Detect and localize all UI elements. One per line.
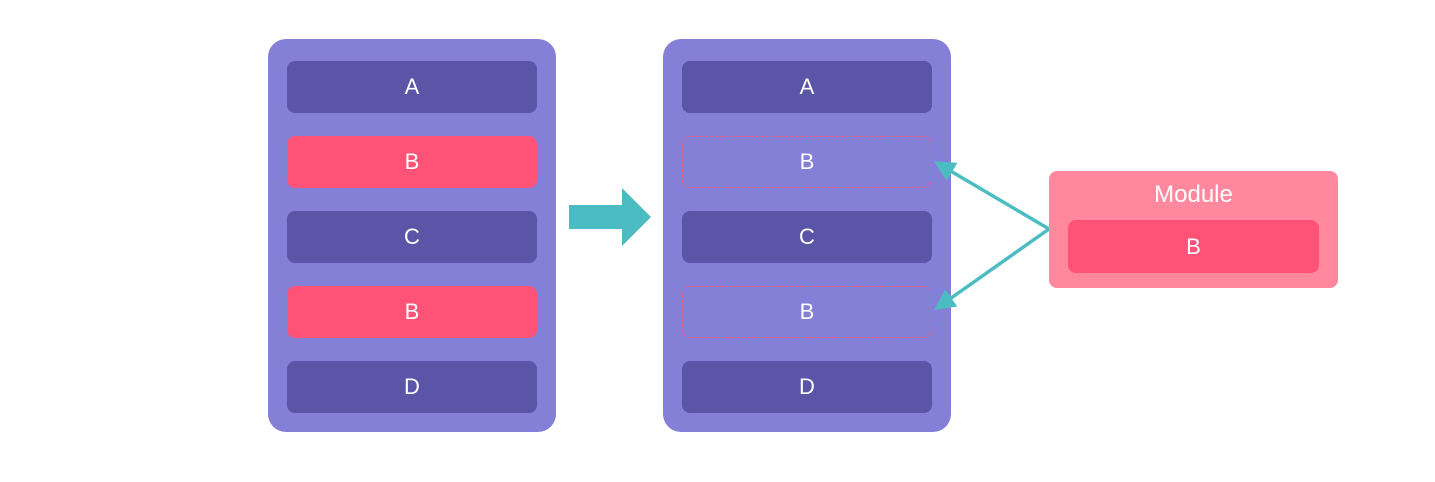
after-block-d: D (682, 361, 932, 413)
after-placeholder-b-1: B (682, 136, 932, 188)
before-block-b-2: B (287, 286, 537, 338)
module-box: Module B (1049, 171, 1338, 288)
after-stack: A B C B D (663, 39, 951, 432)
arrow-icon (934, 227, 1051, 311)
module-block-b: B (1068, 220, 1319, 273)
before-block-d: D (287, 361, 537, 413)
before-stack: A B C B D (268, 39, 556, 432)
after-block-c: C (682, 211, 932, 263)
before-block-a: A (287, 61, 537, 113)
module-title: Module (1154, 181, 1233, 208)
arrow-icon (933, 161, 1050, 231)
right-arrow-icon (569, 188, 651, 246)
after-block-a: A (682, 61, 932, 113)
before-block-c: C (287, 211, 537, 263)
after-placeholder-b-2: B (682, 286, 932, 338)
before-block-b-1: B (287, 136, 537, 188)
